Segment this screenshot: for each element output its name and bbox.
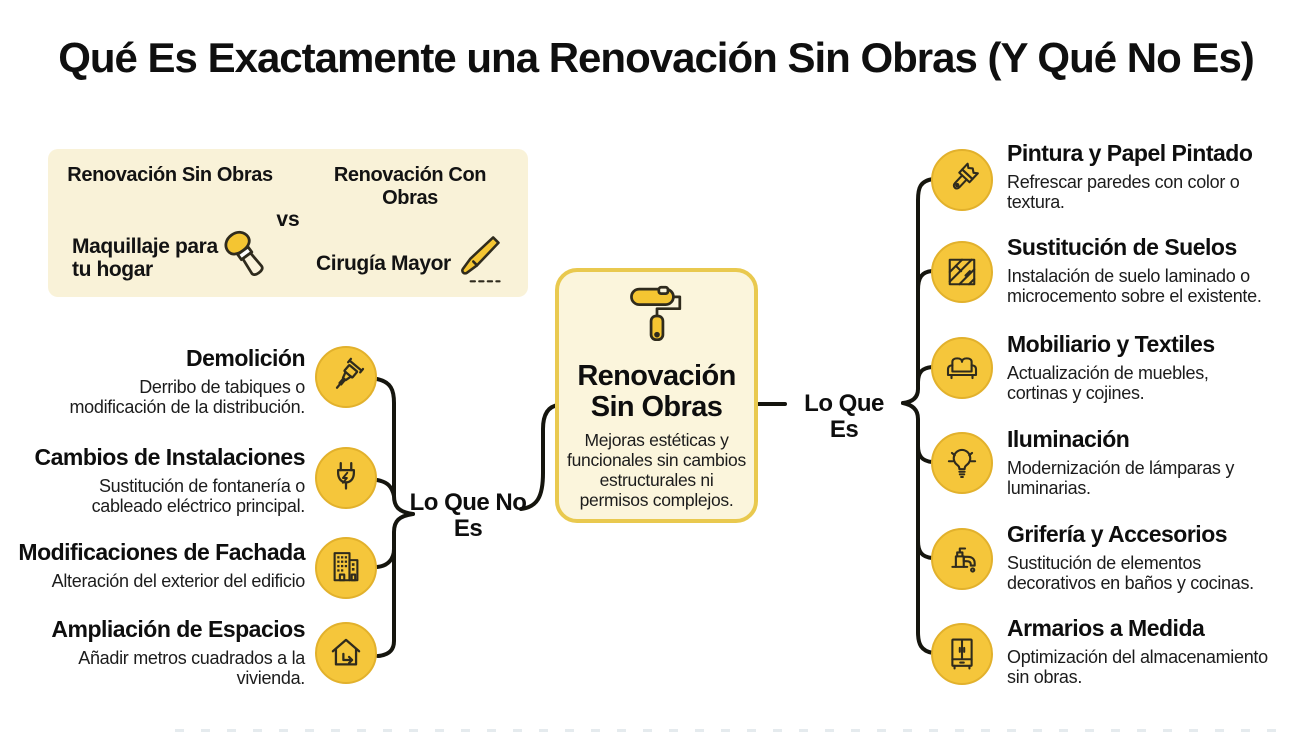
center-node: Renovación Sin Obras Mejoras estéticas y… bbox=[555, 268, 758, 523]
center-description: Mejoras estéticas y funcionales sin camb… bbox=[567, 430, 746, 510]
list-item-ampliacion: Ampliación de Espacios Añadir metros cua… bbox=[5, 616, 305, 689]
item-description: Derribo de tabiques o modificación de la… bbox=[69, 377, 305, 417]
list-item-griferia: Grifería y Accesorios Sustitución de ele… bbox=[1007, 521, 1307, 594]
icon-circle bbox=[315, 537, 377, 599]
faucet-icon bbox=[951, 547, 976, 573]
list-item-iluminacion: Iluminación Modernización de lámparas y … bbox=[1007, 426, 1307, 499]
comparison-left-heading: Renovación Sin Obras bbox=[67, 164, 273, 186]
scalpel-icon bbox=[446, 231, 506, 291]
house-expand-icon bbox=[331, 638, 361, 666]
electric-plug-icon bbox=[336, 461, 356, 490]
icon-circle bbox=[931, 337, 993, 399]
lightbulb-icon bbox=[947, 448, 977, 479]
item-description: Añadir metros cuadrados a la vivienda. bbox=[78, 648, 305, 688]
icon-circle bbox=[931, 149, 993, 211]
branch-label-not: Lo Que No Es bbox=[409, 489, 527, 542]
comparison-box: Renovación Sin Obras Renovación Con Obra… bbox=[48, 149, 528, 297]
item-description: Refrescar paredes con color o textura. bbox=[1007, 172, 1240, 212]
page-title: Qué Es Exactamente una Renovación Sin Ob… bbox=[58, 34, 1255, 81]
list-item-suelos: Sustitución de Suelos Instalación de sue… bbox=[1007, 234, 1307, 307]
wardrobe-icon bbox=[951, 638, 973, 670]
comparison-right-label: Cirugía Mayor bbox=[316, 252, 451, 275]
icon-circle bbox=[931, 623, 993, 685]
icon-circle bbox=[931, 241, 993, 303]
paintbrush-icon bbox=[952, 162, 979, 190]
makeup-brush-icon bbox=[216, 225, 276, 285]
item-description: Optimización del almacenamiento sin obra… bbox=[1007, 647, 1268, 687]
jackhammer-icon bbox=[335, 357, 365, 389]
icon-circle bbox=[315, 622, 377, 684]
icon-circle bbox=[931, 528, 993, 590]
item-description: Alteración del exterior del edificio bbox=[51, 571, 306, 591]
paint-roller-icon bbox=[626, 284, 688, 358]
item-title: Sustitución de Suelos bbox=[1007, 234, 1237, 260]
sofa-icon bbox=[946, 357, 978, 380]
item-description: Sustitución de elementos decorativos en … bbox=[1007, 553, 1254, 593]
icon-circle bbox=[315, 447, 377, 509]
list-item-demolicion: Demolición Derribo de tabiques o modific… bbox=[5, 345, 305, 418]
floor-tiles-icon bbox=[948, 258, 976, 286]
icon-circle bbox=[315, 346, 377, 408]
item-title: Cambios de Instalaciones bbox=[34, 444, 306, 470]
comparison-right-heading: Renovación Con Obras bbox=[333, 164, 487, 209]
list-item-armarios: Armarios a Medida Optimización del almac… bbox=[1007, 615, 1307, 688]
item-title: Grifería y Accesorios bbox=[1007, 521, 1228, 547]
list-item-mobiliario: Mobiliario y Textiles Actualización de m… bbox=[1007, 331, 1307, 404]
cutoff-text-remnant bbox=[175, 729, 1280, 732]
comparison-left-label: Maquillaje para tu hogar bbox=[72, 235, 218, 281]
item-title: Iluminación bbox=[1007, 426, 1130, 452]
item-description: Actualización de muebles, cortinas y coj… bbox=[1007, 363, 1209, 403]
list-item-pintura: Pintura y Papel Pintado Refrescar parede… bbox=[1007, 140, 1307, 213]
item-title: Ampliación de Espacios bbox=[51, 616, 305, 642]
item-title: Demolición bbox=[186, 345, 305, 371]
item-description: Sustitución de fontanería o cableado elé… bbox=[91, 476, 306, 516]
item-title: Armarios a Medida bbox=[1007, 615, 1205, 641]
item-title: Pintura y Papel Pintado bbox=[1007, 140, 1253, 166]
vs-label: vs bbox=[276, 208, 300, 231]
item-title: Modificaciones de Fachada bbox=[18, 539, 305, 565]
item-title: Mobiliario y Textiles bbox=[1007, 331, 1215, 357]
center-title: Renovación Sin Obras bbox=[577, 360, 736, 423]
building-icon bbox=[333, 552, 359, 582]
item-description: Instalación de suelo laminado o microcem… bbox=[1007, 266, 1262, 306]
icon-circle bbox=[931, 432, 993, 494]
list-item-fachada: Modificaciones de Fachada Alteración del… bbox=[5, 539, 306, 592]
branch-label-is: Lo Que Es bbox=[804, 390, 884, 443]
item-description: Modernización de lámparas y luminarias. bbox=[1007, 458, 1235, 498]
list-item-instalaciones: Cambios de Instalaciones Sustitución de … bbox=[5, 444, 306, 517]
